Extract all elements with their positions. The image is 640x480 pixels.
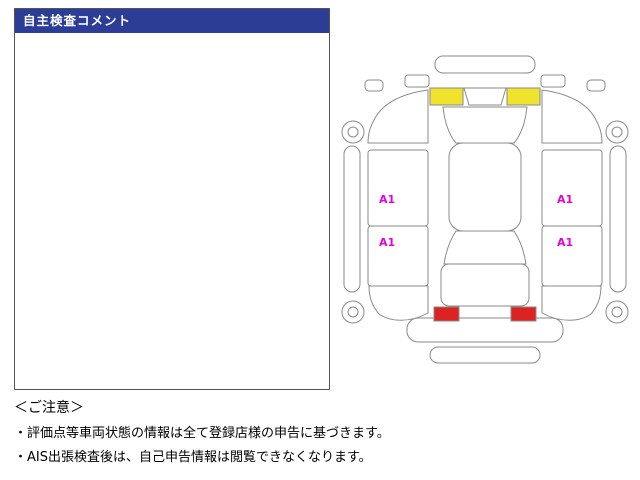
front-left-corner-shape — [364, 79, 384, 92]
right-headlight-shape — [540, 74, 566, 88]
notice-section: ＜ご注意＞ ・評価点等車両状態の情報は全て登録店様の申告に基づきます。 ・AIS… — [14, 400, 626, 475]
left-sill-shape — [343, 145, 361, 293]
comment-panel-content — [15, 33, 329, 389]
cowl-shape — [463, 87, 507, 106]
rear-right-wheel-hub — [611, 306, 623, 318]
damage-label-right-rear-door: A1 — [557, 236, 573, 249]
front-bumper-shape — [434, 55, 536, 74]
left-front-door-shape — [367, 149, 429, 227]
trunk-shape — [440, 263, 530, 307]
self-inspection-comment-panel: 自主検査コメント — [14, 8, 330, 390]
right-rear-door-shape — [541, 225, 603, 287]
vehicle-diagram-svg: A1 A1 A1 A1 — [341, 55, 629, 364]
front-left-wheel-hub — [347, 126, 359, 138]
notice-item-2: ・AIS出張検査後は、自己申告情報は閲覧できなくなります。 — [14, 450, 372, 466]
rear-glass-shape — [443, 230, 527, 265]
notice-heading: ＜ご注意＞ — [14, 400, 84, 416]
rear-left-wheel-hub — [347, 306, 359, 318]
damage-label-left-rear-door: A1 — [379, 236, 395, 249]
hood-highlight-left — [429, 87, 464, 106]
vehicle-condition-diagram: A1 A1 A1 A1 — [335, 50, 635, 365]
left-quarter-panel-shape — [368, 285, 429, 321]
front-right-wheel-hub — [611, 126, 623, 138]
rear-bumper-shape — [406, 317, 564, 343]
notice-item-1: ・評価点等車両状態の情報は全て登録店様の申告に基づきます。 — [14, 425, 390, 441]
roof-shape — [448, 142, 522, 232]
right-sill-shape — [609, 145, 627, 293]
left-rear-door-shape — [367, 225, 429, 287]
right-front-door-shape — [541, 149, 603, 227]
hood-highlight-right — [506, 87, 541, 106]
windshield-shape — [442, 106, 528, 144]
damage-label-left-front-door: A1 — [379, 193, 395, 206]
front-right-fender-shape — [541, 89, 603, 144]
front-right-corner-shape — [586, 79, 606, 92]
damage-label-right-front-door: A1 — [557, 193, 573, 206]
right-quarter-panel-shape — [541, 285, 602, 321]
comment-panel-title: 自主検査コメント — [15, 9, 329, 33]
left-taillight-shape — [433, 306, 460, 322]
rear-bumper-lower-shape — [429, 346, 541, 364]
left-headlight-shape — [404, 74, 430, 88]
front-left-fender-shape — [367, 89, 429, 144]
right-taillight-shape — [510, 306, 537, 322]
